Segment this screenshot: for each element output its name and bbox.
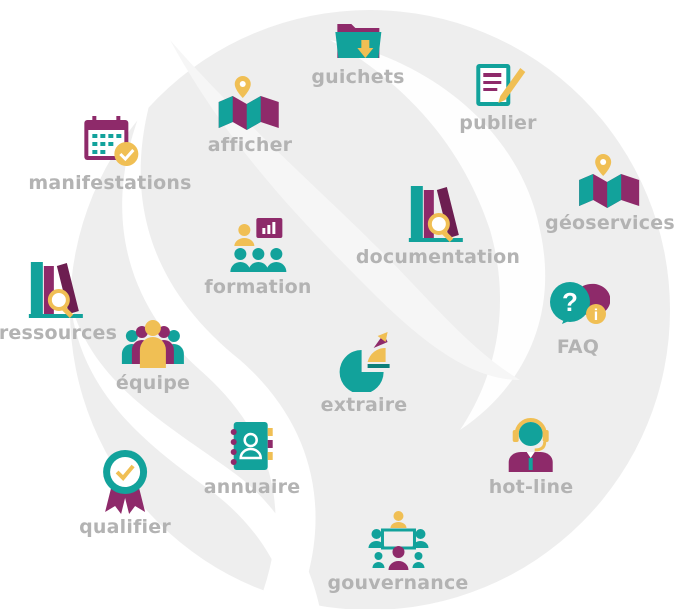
item-label: formation	[204, 276, 312, 298]
svg-text:i: i	[594, 307, 598, 324]
training-audience-icon	[229, 218, 286, 272]
map-pin-icon	[218, 76, 279, 130]
svg-text:?: ?	[562, 287, 578, 317]
item-label: hot-line	[488, 476, 574, 498]
item-geoservices[interactable]: géoservices	[545, 150, 675, 233]
item-faq[interactable]: ? i FAQ	[546, 278, 610, 357]
item-afficher[interactable]: afficher	[208, 72, 293, 155]
calendar-check-icon	[84, 116, 138, 166]
item-label: ressources	[0, 322, 118, 344]
item-documentation[interactable]: documentation	[356, 180, 520, 267]
headset-operator-icon	[509, 418, 553, 472]
item-qualifier[interactable]: qualifier	[79, 448, 171, 537]
item-guichets[interactable]: guichets	[311, 14, 404, 87]
item-hotline[interactable]: hot-line	[489, 410, 574, 497]
quality-badge-icon	[103, 450, 147, 514]
item-label: gouvernance	[327, 572, 469, 594]
speech-bubble-question-icon: ? i	[550, 282, 610, 324]
item-label: équipe	[115, 372, 191, 394]
item-extraire[interactable]: extraire	[321, 330, 408, 415]
item-manifestations[interactable]: manifestations	[28, 112, 191, 193]
item-label: publier	[459, 112, 537, 134]
folder-download-icon	[335, 24, 381, 58]
meeting-table-icon	[367, 511, 428, 570]
item-label: extraire	[320, 394, 408, 416]
item-label: documentation	[355, 246, 521, 268]
item-formation[interactable]: formation	[204, 216, 311, 297]
document-edit-icon	[475, 64, 525, 106]
item-gouvernance[interactable]: gouvernance	[327, 508, 468, 593]
books-search-icon	[409, 186, 463, 243]
item-label: géoservices	[545, 212, 675, 234]
item-publier[interactable]: publier	[459, 60, 537, 134]
books-search-icon	[28, 262, 83, 319]
map-pin-icon	[578, 154, 639, 208]
item-label: annuaire	[203, 476, 301, 498]
item-ressources[interactable]: ressources	[0, 256, 117, 343]
pie-chart-extract-icon	[339, 332, 390, 392]
address-book-icon	[231, 422, 273, 470]
item-label: afficher	[207, 134, 293, 156]
item-label: manifestations	[28, 172, 192, 194]
item-label: qualifier	[79, 516, 171, 538]
team-group-icon	[122, 320, 184, 368]
item-equipe[interactable]: équipe	[116, 318, 190, 393]
item-label: FAQ	[556, 336, 600, 358]
item-annuaire[interactable]: annuaire	[204, 418, 301, 497]
item-label: guichets	[311, 66, 405, 88]
